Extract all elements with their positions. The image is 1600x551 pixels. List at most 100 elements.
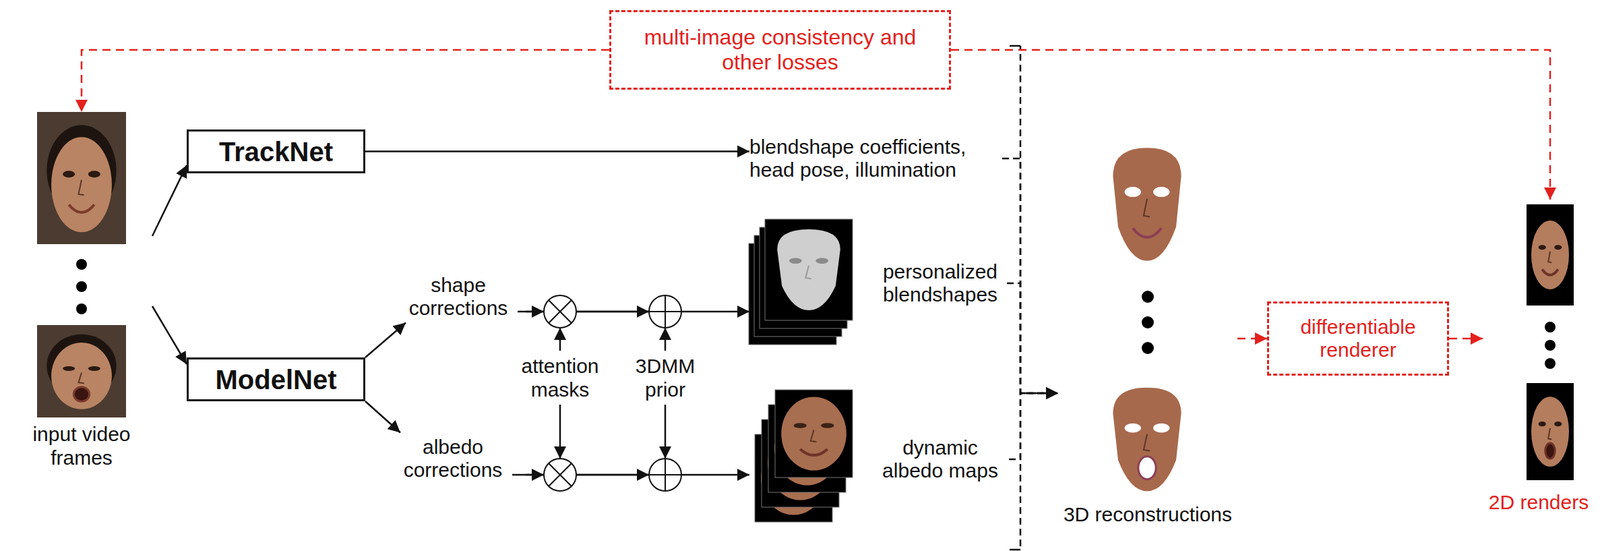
drawing-part [1544,339,1556,351]
drawing-part [548,463,572,486]
flow-arrow [1006,283,1059,393]
drawing-part [62,170,75,178]
ellipsis-dots [76,258,87,315]
network-box: TrackNet [186,129,366,174]
drawing-part [1124,423,1142,433]
drawing-part [1141,341,1154,354]
loss-box: multi-image consistency and other losses [609,10,951,90]
drawing-part [88,170,101,178]
render-image [1526,382,1574,480]
input-frames: input video frames [10,111,153,470]
part-label: 3DMM prior [624,354,706,402]
correction-text: albedo corrections [393,432,513,485]
drawing-part [76,281,87,292]
input-frame [37,111,127,244]
node-text: ModelNet [215,363,337,395]
drawing-part [789,258,803,264]
output-text: blendshape coefficients, head pose, illu… [749,131,999,186]
drawing-part [73,386,89,402]
ellipsis-dots [1141,290,1154,354]
node-text: multi-image consistency and other losses [638,24,922,75]
node-text: differentiable renderer [1280,315,1436,362]
drawing-part [777,229,841,311]
drawing-part [1143,198,1150,218]
drawing-part [1153,423,1170,433]
drawing-part [805,265,811,279]
blendshape-stack: personalized blendshapes [749,214,1007,352]
drawing-part [664,327,667,351]
node-text: albedo corrections [398,435,507,482]
drawing-part [51,136,112,232]
node-text: shape corrections [404,273,513,321]
drawing-part [815,258,829,264]
drawing-part [78,372,85,383]
drawing-part [78,179,85,196]
renderer-box: differentiable renderer [1267,301,1450,376]
drawing-part [548,463,572,486]
drawing-part [525,473,544,476]
drawing-part [1138,456,1156,480]
drawing-part [793,422,807,428]
node-text: blendshape coefficients, head pose, illu… [749,135,993,182]
node-text: input video frames [14,422,149,470]
node-text: 2D renders [1488,490,1589,515]
drawing-part [548,299,572,323]
drawing-part [810,429,817,442]
flow-arrow [998,158,1059,393]
flow-arrow [152,305,187,364]
drawing-part [1544,321,1556,333]
loss-arrow [81,49,610,112]
reconstruction-face [1112,147,1181,261]
drawing-part [559,404,562,459]
render-group: 2D renders [1482,199,1595,514]
drawing-part [1124,186,1142,197]
drawing-part [1141,290,1154,303]
node-text: dynamic albedo maps [880,436,1000,483]
drawing-part [76,303,87,315]
drawing-part [62,365,75,371]
drawing-part [1132,227,1162,238]
drawing-part [1143,434,1150,451]
drawing-part [37,111,127,244]
drawing-part [1538,421,1547,426]
drawing-part [649,458,682,491]
drawing-part [1542,268,1559,275]
drawing-part [664,295,666,328]
drawing-part [1153,186,1170,197]
drawing-part [76,258,87,270]
drawing-part [576,473,650,476]
albedo-stack: dynamic albedo maps [749,385,1007,533]
flow-arrow [365,150,750,153]
reconstruction-group: 3D reconstructions [1058,138,1238,526]
drawing-part [664,404,667,459]
drawing-part [820,422,834,428]
add-symbol [649,295,682,328]
ellipsis-dots [1544,321,1556,369]
drawing-part [1531,220,1569,290]
drawing-part [1554,244,1562,250]
drawing-part [664,458,666,491]
drawing-part [1545,442,1556,459]
add-symbol [649,458,682,491]
drawing-part [1538,244,1547,250]
drawing-part [800,448,828,455]
drawing-part [576,310,650,313]
correction-text: shape corrections [398,270,518,323]
drawing-part [1548,427,1552,440]
drawing-part [51,342,112,410]
loss-arrow [1449,337,1483,340]
flow-arrow [1006,392,1059,459]
drawing-part [559,327,562,351]
drawing-part [548,299,572,323]
flow-arrow [365,322,406,358]
drawing-part [1531,396,1569,467]
drawing-part [543,458,577,491]
albedo-map-image [775,389,853,478]
loss-arrow [1237,337,1268,340]
drawing-part [1112,147,1181,261]
flow-arrow [152,165,187,236]
